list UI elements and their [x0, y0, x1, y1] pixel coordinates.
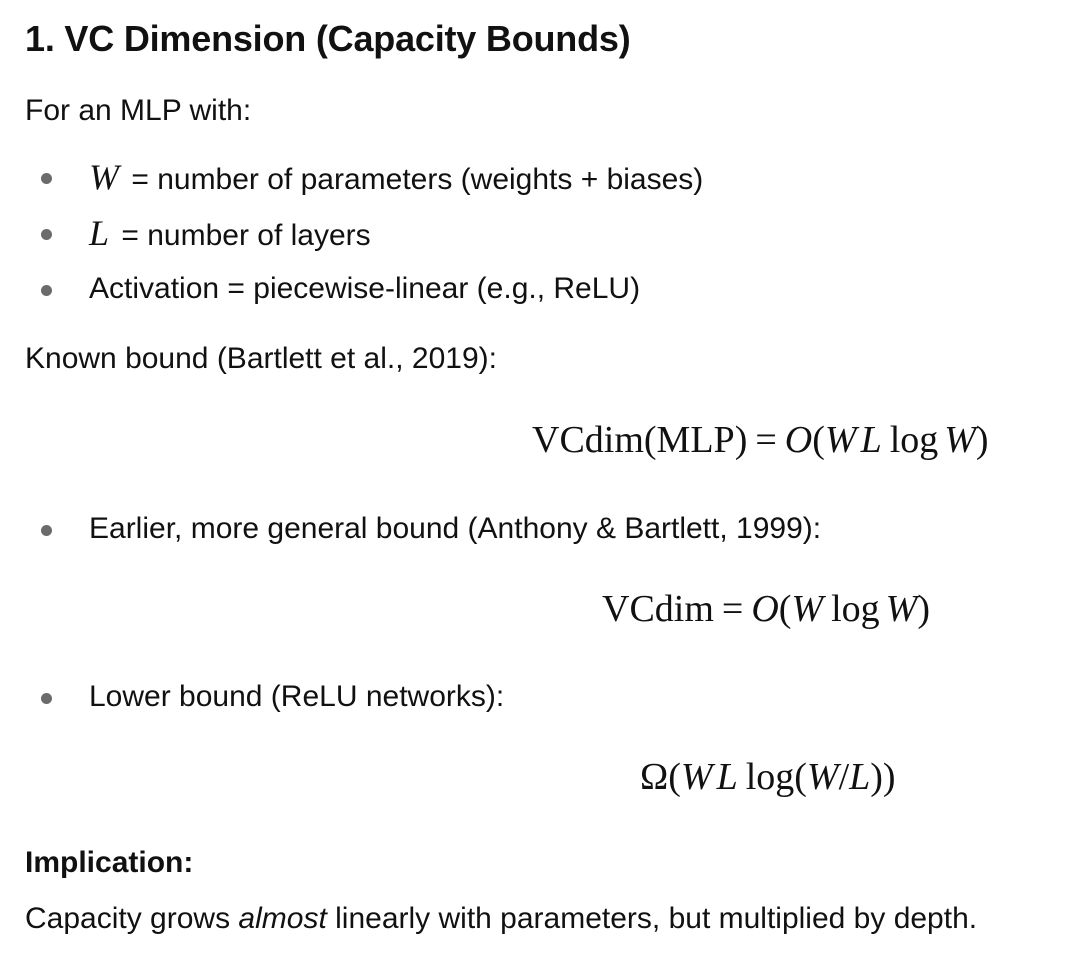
- bullet-dot: [41, 285, 52, 296]
- section-heading: 1. VC Dimension (Capacity Bounds): [25, 18, 631, 59]
- bullet-dot: [41, 229, 52, 240]
- symbol-l: L: [89, 213, 110, 253]
- definition-text: Activation = piecewise-linear (e.g., ReL…: [89, 272, 641, 305]
- definition-text: = number of layers: [121, 219, 371, 252]
- intro-text: For an MLP with:: [25, 94, 252, 127]
- bullet-text: Earlier, more general bound (Anthony & B…: [89, 512, 822, 545]
- bullet-dot: [41, 693, 52, 704]
- symbol-w: W: [89, 157, 119, 197]
- list-item-general-bound: Earlier, more general bound (Anthony & B…: [0, 508, 1092, 552]
- definition-text: = number of parameters (weights + biases…: [131, 163, 704, 196]
- list-item-lower-bound: Lower bound (ReLU networks):: [0, 676, 1092, 720]
- list-item-w: W = number of parameters (weights + bias…: [0, 156, 1092, 200]
- known-bound-text: Known bound (Bartlett et al., 2019):: [25, 342, 497, 375]
- implication-text: Capacity grows almost linearly with para…: [25, 902, 978, 935]
- list-item-activation: Activation = piecewise-linear (e.g., ReL…: [0, 268, 1092, 312]
- implication-label: Implication:: [25, 846, 194, 879]
- list-item-l: L = number of layers: [0, 212, 1092, 256]
- bullet-dot: [41, 173, 52, 184]
- bullet-text: Lower bound (ReLU networks):: [89, 680, 505, 713]
- bullet-dot: [41, 525, 52, 536]
